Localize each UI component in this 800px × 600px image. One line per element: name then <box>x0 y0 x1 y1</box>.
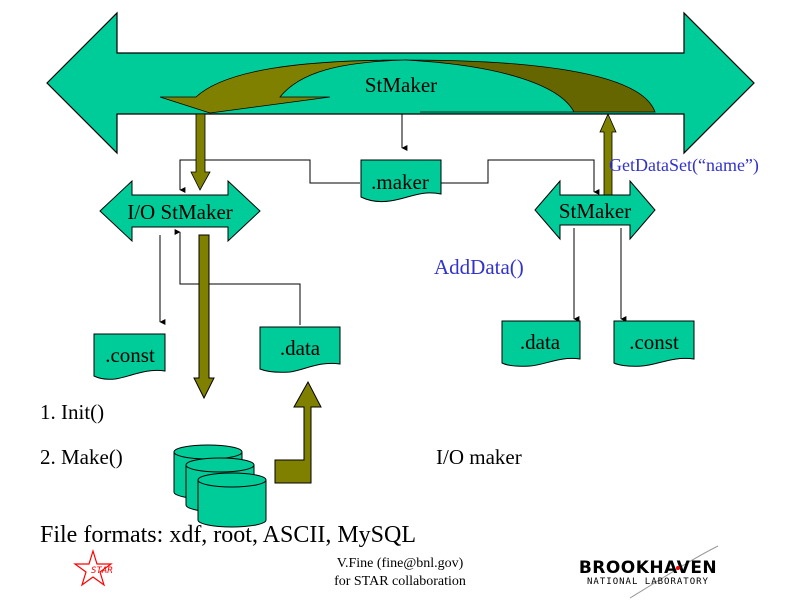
io-maker-caption: I/O maker <box>436 445 522 469</box>
connector-maker-to-io <box>179 159 360 193</box>
database-icon <box>173 444 267 528</box>
arrow-data-to-io <box>174 229 301 325</box>
main-bus-arrow <box>46 11 755 155</box>
add-data-annotation: AddData() <box>434 255 524 279</box>
footer-collab: for STAR collaboration <box>334 574 466 589</box>
main-bus-label: StMaker <box>365 73 437 97</box>
maker-document <box>360 159 442 202</box>
get-dataset-annotation: GetDataSet(“name”) <box>609 155 759 176</box>
brookhaven-logo: BROOKHAVEN NATIONAL LABORATORY <box>579 545 719 599</box>
olive-arrow-down-to-io <box>190 113 211 191</box>
footer-author: V.Fine (fine@bnl.gov) <box>337 556 464 571</box>
io-maker-label: I/O StMaker <box>127 200 233 224</box>
maker-document-label: .maker <box>371 170 429 194</box>
step-make: 2. Make() <box>40 445 123 469</box>
io-data-label: .data <box>280 336 321 360</box>
right-const-document <box>613 320 695 367</box>
right-data-label: .data <box>520 330 561 354</box>
olive-arrow-down-to-db <box>193 234 215 400</box>
right-data-document <box>501 320 581 367</box>
star-logo: STAR <box>73 548 113 587</box>
star-logo-text: STAR <box>91 566 113 576</box>
step-init: 1. Init() <box>40 400 104 424</box>
curved-arrow-right <box>404 59 656 113</box>
io-maker-arrow <box>99 179 261 243</box>
olive-arrow-up-to-data <box>274 380 322 484</box>
right-const-label: .const <box>629 330 679 354</box>
right-maker-arrow <box>534 179 656 241</box>
io-data-document <box>259 326 341 373</box>
curved-arrow-left <box>159 59 406 114</box>
file-formats-text: File formats: xdf, root, ASCII, MySQL <box>40 522 416 548</box>
olive-arrow-up-to-bus <box>599 113 617 197</box>
io-const-label: .const <box>105 343 155 367</box>
io-const-document <box>93 333 166 380</box>
right-maker-label: StMaker <box>559 199 631 223</box>
brookhaven-logo-sub: NATIONAL LABORATORY <box>587 577 709 587</box>
connector-maker-to-right <box>440 159 600 195</box>
brookhaven-logo-name: BROOKHAVEN <box>579 558 717 578</box>
